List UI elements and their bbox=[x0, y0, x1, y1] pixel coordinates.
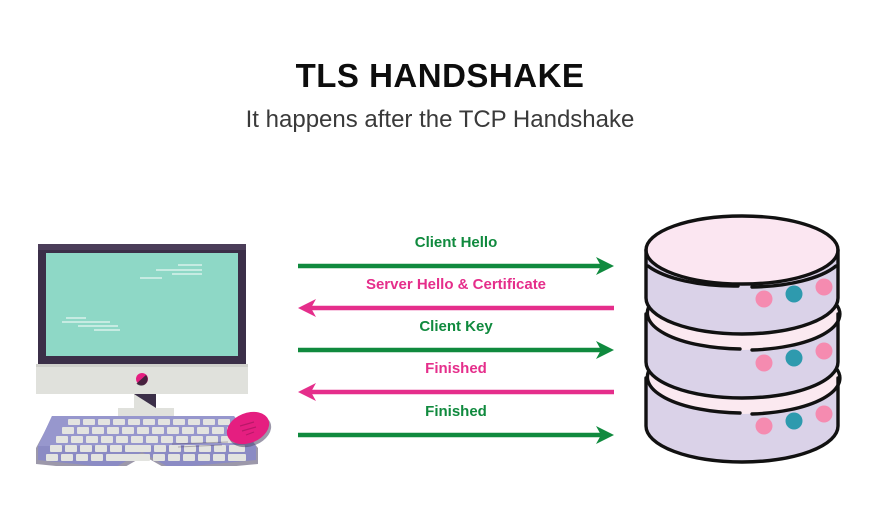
db-status-dots-middle bbox=[755, 342, 833, 372]
message-row: Server Hello & Certificate bbox=[296, 276, 616, 320]
status-dot-pink-icon bbox=[815, 405, 833, 423]
mouse-icon bbox=[226, 411, 272, 448]
status-dot-pink-icon bbox=[755, 290, 773, 308]
status-dot-teal-icon bbox=[785, 412, 803, 430]
message-label: Client Hello bbox=[414, 234, 498, 251]
message-arrow-right bbox=[296, 425, 616, 445]
message-label: Server Hello & Certificate bbox=[365, 276, 547, 293]
message-arrow-right bbox=[296, 340, 616, 360]
monitor-icon bbox=[36, 244, 248, 394]
keyboard-icon bbox=[36, 416, 258, 472]
status-dot-pink-icon bbox=[755, 417, 773, 435]
message-row: Client Hello bbox=[296, 234, 616, 278]
status-dot-pink-icon bbox=[755, 354, 773, 372]
message-arrow-left bbox=[296, 382, 616, 402]
message-label: Client Key bbox=[419, 318, 493, 335]
message-row: Client Key bbox=[296, 318, 616, 362]
message-arrow-left bbox=[296, 298, 616, 318]
status-dot-teal-icon bbox=[785, 349, 803, 367]
page-title: TLS HANDSHAKE bbox=[295, 57, 585, 94]
message-row: Finished bbox=[296, 403, 616, 447]
status-dot-pink-icon bbox=[815, 278, 833, 296]
db-tier-top bbox=[644, 214, 840, 336]
server-database-illustration bbox=[636, 208, 858, 470]
message-label: Finished bbox=[425, 360, 487, 377]
status-dot-pink-icon bbox=[815, 342, 833, 360]
status-dot-teal-icon bbox=[785, 285, 803, 303]
message-arrow-right bbox=[296, 256, 616, 276]
message-row: Finished bbox=[296, 360, 616, 404]
page-subtitle: It happens after the TCP Handshake bbox=[245, 106, 635, 133]
db-status-dots-bottom bbox=[755, 405, 833, 435]
message-label: Finished bbox=[425, 403, 487, 420]
client-computer-illustration bbox=[22, 236, 292, 472]
db-status-dots-top bbox=[755, 278, 833, 308]
